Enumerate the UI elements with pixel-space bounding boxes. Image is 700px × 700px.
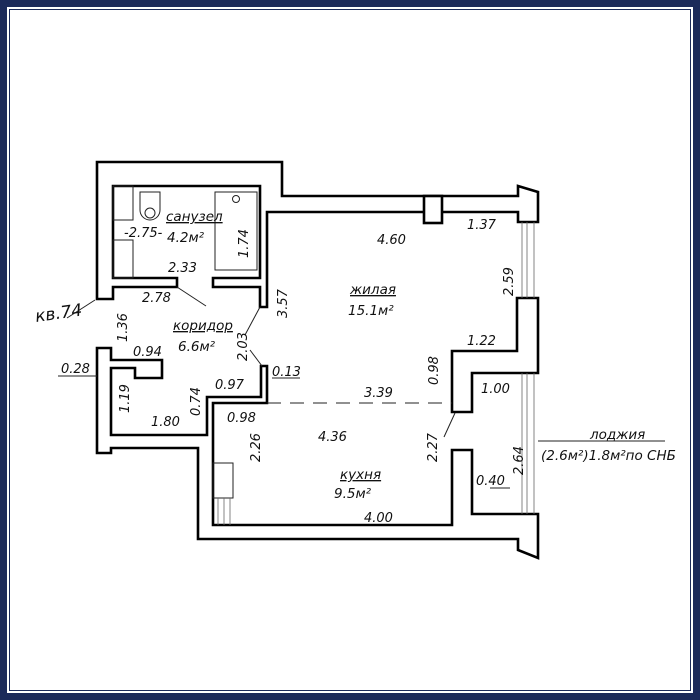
dim: -2.75- — [124, 226, 163, 241]
room-living-area: 15.1м² — [348, 303, 394, 319]
room-kitchen-area: 9.5м² — [334, 486, 372, 502]
dim: 4.60 — [377, 233, 406, 248]
bathroom-fixtures — [112, 185, 258, 279]
room-corridor-area: 6.6м² — [178, 339, 216, 355]
wall-east-living — [450, 296, 540, 414]
bathtub-icon — [214, 191, 258, 271]
door-swings — [58, 286, 665, 489]
dim: 4.36 — [318, 430, 347, 445]
dim: 2.03 — [236, 332, 251, 361]
window-living — [521, 222, 535, 298]
dim: 1.37 — [467, 218, 497, 233]
room-loggia-name: лоджия — [589, 427, 645, 443]
room-kitchen-name: кухня — [340, 467, 381, 483]
dim: 2.64 — [512, 446, 527, 475]
column — [422, 194, 444, 225]
dim: 0.74 — [189, 387, 204, 416]
dim: 2.27 — [426, 432, 441, 462]
dim: 0.28 — [61, 362, 90, 377]
dim: 1.80 — [151, 415, 180, 430]
dim: 2.78 — [142, 291, 171, 306]
dim: 0.40 — [476, 474, 505, 489]
room-bathroom-area: 4.2м² — [167, 230, 205, 246]
dim: 2.33 — [168, 261, 197, 276]
dim: 4.00 — [364, 511, 393, 526]
room-corridor-name: коридор — [173, 318, 233, 334]
dim: 1.19 — [118, 384, 133, 413]
kitchen-stove-icon — [212, 462, 234, 525]
wall-north — [95, 160, 540, 309]
dim: 0.97 — [215, 378, 245, 393]
dim: 0.98 — [427, 356, 442, 385]
room-loggia-area: (2.6м²)1.8м²по СНБ — [541, 448, 676, 464]
dim: 1.74 — [237, 229, 252, 258]
dim: 1.36 — [116, 313, 131, 342]
dim: 0.98 — [227, 411, 256, 426]
apartment-label: кв.74 — [34, 301, 84, 327]
dim: 1.22 — [467, 334, 496, 349]
dim: 1.00 — [481, 382, 510, 397]
dim: 0.13 — [272, 365, 301, 380]
room-living-name: жилая — [349, 282, 396, 298]
dim: 3.39 — [364, 386, 393, 401]
toilet-icon — [139, 191, 161, 221]
dim: 2.26 — [249, 433, 264, 462]
dim: 2.59 — [502, 267, 517, 296]
room-bathroom-name: санузел — [166, 209, 223, 225]
dim: 0.94 — [133, 345, 162, 360]
wall-south — [95, 346, 540, 560]
dim: 3.57 — [276, 288, 291, 318]
loggia-glazing — [521, 373, 535, 514]
